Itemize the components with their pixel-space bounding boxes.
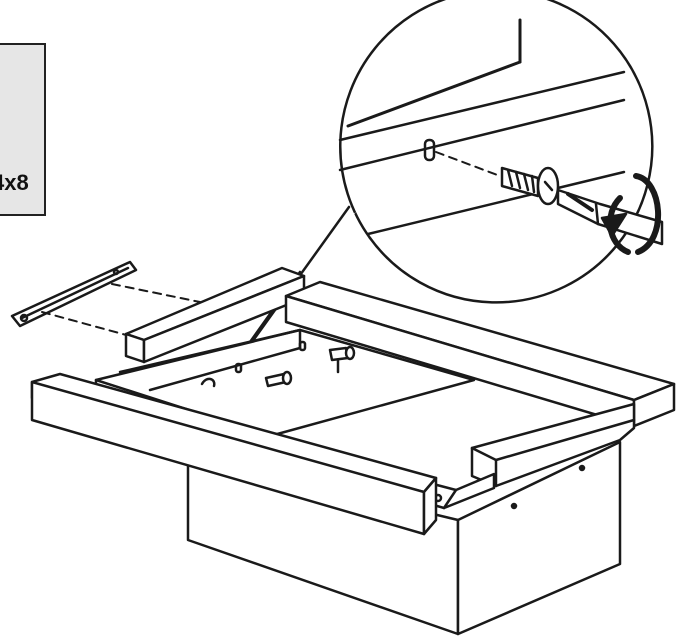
hardware-callout-box [0,43,46,216]
clockwise-rotation-icon [600,173,662,255]
drawer-front [30,372,438,536]
cabinet-body [186,440,622,636]
screw-icon-small [200,340,356,388]
top-back-panel [284,280,676,428]
magnifier-callout [238,0,664,358]
right-end-block [470,402,636,488]
drawer-runner [10,260,201,337]
screw-size-label: 4x8 [0,170,29,195]
screw-icon-large [500,166,560,206]
